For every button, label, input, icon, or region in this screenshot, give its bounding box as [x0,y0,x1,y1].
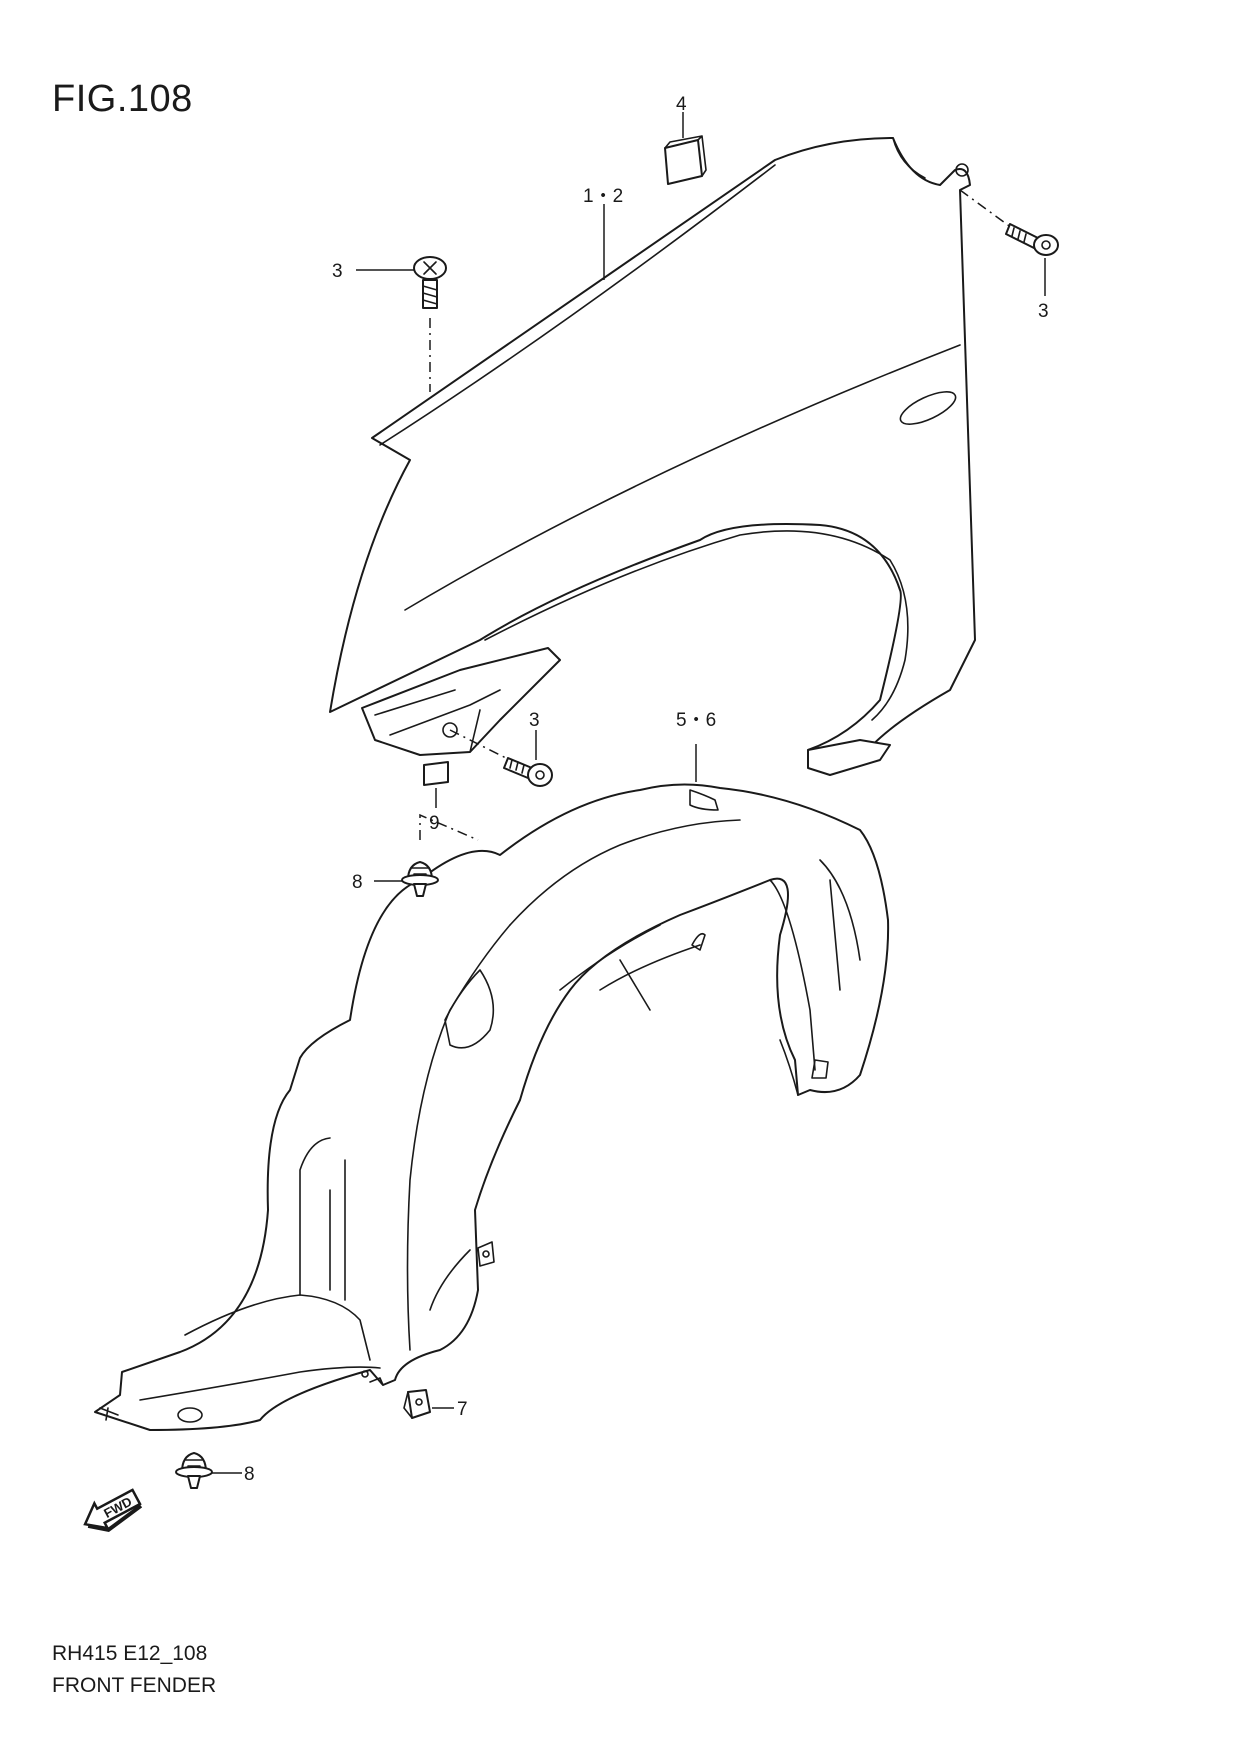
callout-4: 4 [676,94,687,115]
callout-8-upper: 8 [352,872,363,893]
fwd-arrow-icon: FWD [83,1488,143,1533]
cushion-part-4: 4 [664,94,707,185]
bolt-part-3-upper-left: 3 [332,256,447,392]
diagram-code: RH415 E12_108 [52,1642,208,1665]
callout-8-lower: 8 [244,1464,255,1485]
callout-3-upper-right: 3 [1038,301,1049,322]
callout-3-lower: 3 [529,710,540,731]
bolt-part-3-upper-right: 3 [959,189,1059,322]
callout-5-6: 5・6 [676,710,716,731]
callout-9: 9 [429,813,440,834]
callout-7: 7 [457,1399,468,1420]
callout-1-2: 1・2 [583,186,623,207]
clip-part-7: 7 [403,1389,468,1420]
fender-liner [94,783,890,1431]
callout-3-upper-left: 3 [332,261,343,282]
diagram-name: FRONT FENDER [52,1674,217,1697]
figure-title: FIG.108 [52,78,193,120]
clip-part-8-lower: 8 [175,1452,255,1489]
bolt-part-3-lower: 3 [449,710,553,787]
clip-part-8-upper: 8 [352,813,479,897]
label-part-9: 9 [423,761,449,834]
front-fender [329,137,976,776]
